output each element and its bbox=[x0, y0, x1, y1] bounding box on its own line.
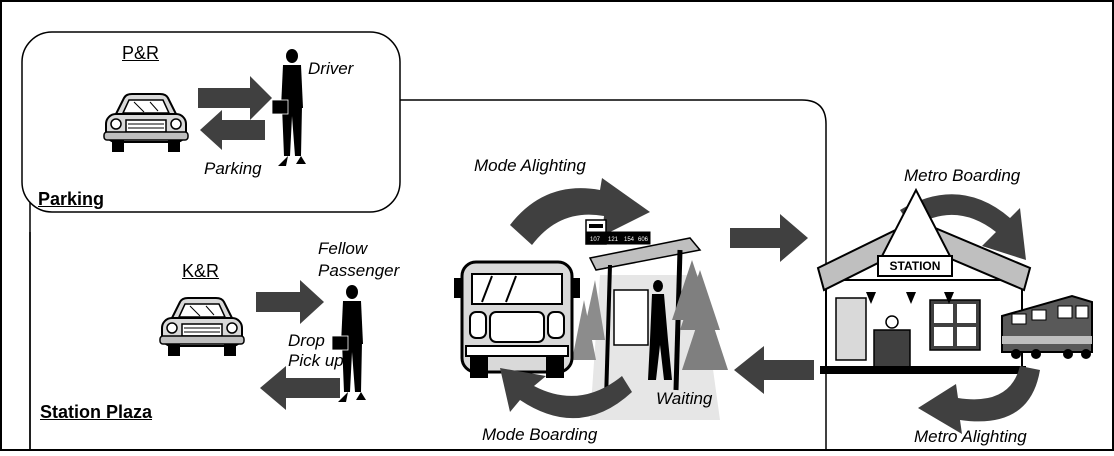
route-154: 154 bbox=[624, 237, 635, 243]
metro-alighting-arrow bbox=[918, 366, 1040, 434]
to-parking-arrow bbox=[200, 110, 265, 150]
metro-train-icon bbox=[1001, 294, 1093, 359]
station-plaza-area-label: Station Plaza bbox=[40, 402, 153, 422]
route-606: 606 bbox=[638, 237, 649, 243]
bus-icon bbox=[454, 260, 580, 378]
fellow-label-line2: Passenger bbox=[318, 261, 400, 280]
waiting-label: Waiting bbox=[656, 389, 713, 408]
to-passenger-arrow bbox=[256, 280, 324, 324]
metro-alighting-label: Metro Alighting bbox=[914, 427, 1027, 446]
mode-boarding-label: Mode Boarding bbox=[482, 425, 598, 444]
to-station-arrow bbox=[730, 214, 808, 262]
parking-action-label: Parking bbox=[204, 159, 262, 178]
from-station-arrow bbox=[734, 346, 814, 394]
driver-label: Driver bbox=[308, 59, 354, 78]
mode-alighting-label: Mode Alighting bbox=[474, 156, 586, 175]
parking-area-label: Parking bbox=[38, 189, 105, 209]
route-107: 107 bbox=[590, 237, 601, 243]
mode-alighting-arrow bbox=[510, 178, 650, 245]
metro-boarding-label: Metro Boarding bbox=[904, 166, 1021, 185]
pickup-label: Pick up bbox=[288, 351, 344, 370]
metro-boarding-arrow bbox=[900, 194, 1026, 260]
drop-label: Drop bbox=[288, 331, 325, 350]
pr-mode-label: P&R bbox=[122, 43, 160, 63]
mode-boarding-arrow bbox=[500, 368, 632, 419]
to-plaza-arrow bbox=[260, 366, 340, 410]
kr-mode-label: K&R bbox=[182, 261, 220, 281]
station-sign-text: STATION bbox=[890, 259, 941, 273]
kr-car-icon bbox=[159, 297, 245, 357]
station-building-icon bbox=[816, 187, 1032, 374]
to-driver-arrow bbox=[198, 76, 272, 120]
route-121: 121 bbox=[608, 237, 619, 243]
fellow-label-line1: Fellow bbox=[318, 239, 368, 258]
